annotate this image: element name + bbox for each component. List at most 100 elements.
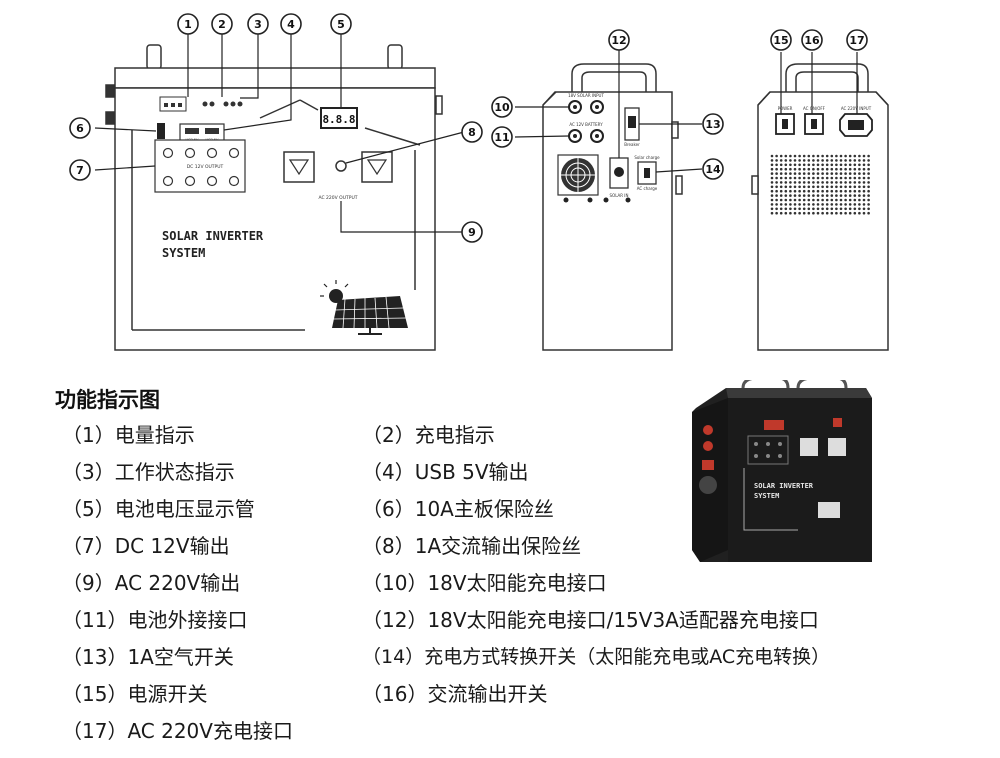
- legend-item-text: 充电方式转换开关（太阳能充电或AC充电转换）: [424, 646, 831, 668]
- front-handle-right: [387, 44, 403, 70]
- legend-item-number: （1）: [62, 423, 115, 447]
- callout-number: 17: [849, 34, 864, 47]
- ac-input-socket: AC 220V INPUT: [839, 106, 873, 137]
- legend-item: （2）充电指示: [362, 422, 495, 448]
- legend-item-text: 工作状态指示: [114, 460, 235, 484]
- legend-item: （8）1A交流输出保险丝: [362, 533, 581, 559]
- legend-item-number: （6）: [362, 497, 415, 521]
- usb-ports: USB 5V USB 5V: [179, 123, 225, 143]
- legend-item-number: （13）: [62, 645, 128, 669]
- callout-lines: [94, 32, 858, 233]
- ac-socket-left: [283, 151, 315, 183]
- cooling-fan: [557, 154, 599, 196]
- callout-1: 1: [177, 13, 199, 35]
- breaker-switch: Breaker: [624, 107, 640, 147]
- power-label: POWER: [778, 106, 793, 111]
- ac-onoff-switch: AC ON/OFF: [803, 106, 826, 135]
- callout-9: 9: [461, 221, 483, 243]
- legend-item: （16）交流输出开关: [362, 681, 547, 707]
- ac-onoff-label: AC ON/OFF: [803, 106, 826, 111]
- legend-item-number: （14）: [362, 646, 425, 668]
- legend-item-text: 交流输出开关: [427, 682, 548, 706]
- legend-item-text: 18V太阳能充电接口/15V3A适配器充电接口: [427, 608, 819, 632]
- legend-item-text: 1A空气开关: [127, 645, 234, 669]
- callout-number: 2: [218, 18, 226, 31]
- callout-number: 6: [76, 122, 84, 135]
- legend-item: （14）充电方式转换开关（太阳能充电或AC充电转换）: [362, 644, 830, 670]
- front-brand-line2: SYSTEM: [162, 246, 205, 260]
- callout-13: 13: [702, 113, 724, 135]
- callout-number: 5: [337, 18, 345, 31]
- dc-output-label: DC 12V OUTPUT: [187, 164, 224, 170]
- callout-7: 7: [69, 159, 91, 181]
- display-digits: 8.8.8: [322, 113, 355, 126]
- mode-label-2: AC charge: [637, 186, 658, 191]
- callout-number: 15: [773, 34, 788, 47]
- photo-brand-line2: SYSTEM: [754, 492, 779, 500]
- callout-number: 14: [705, 163, 721, 176]
- callout-14: 14: [702, 158, 724, 180]
- vent-grille: [770, 154, 870, 215]
- callout-15: 15: [770, 29, 792, 51]
- legend-item-text: DC 12V输出: [114, 534, 230, 558]
- legend-item: （17）AC 220V充电接口: [62, 718, 293, 744]
- legend-item-number: （3）: [62, 460, 115, 484]
- back-handle: [785, 63, 869, 92]
- legend-item-number: （17）: [62, 719, 128, 743]
- product-diagram: 8.8.8 USB 5V USB 5V DC 12V OUTPUT AC 220…: [69, 13, 889, 351]
- solar-panel-logo: [320, 280, 408, 335]
- callout-6: 6: [69, 117, 91, 139]
- legend-item-text: 1A交流输出保险丝: [414, 534, 582, 558]
- legend-item-text: 电量指示: [114, 423, 195, 447]
- legend-item-text: 18V太阳能充电接口: [427, 571, 607, 595]
- callout-8: 8: [461, 121, 483, 143]
- breaker-label: Breaker: [624, 142, 640, 147]
- legend-item: （7）DC 12V输出: [62, 533, 230, 559]
- mode-switch: Solar charge AC charge: [634, 155, 660, 191]
- legend-item: （1）电量指示: [62, 422, 195, 448]
- legend-item: （6）10A主板保险丝: [362, 496, 554, 522]
- callout-number: 11: [494, 131, 509, 144]
- legend-item-number: （10）: [362, 571, 428, 595]
- ac-socket-right: [361, 151, 393, 183]
- mode-label: Solar charge: [634, 155, 660, 160]
- side-body: [542, 91, 673, 351]
- photo-brand-line1: SOLAR INVERTER: [754, 482, 814, 490]
- legend-item-number: （8）: [362, 534, 415, 558]
- legend-item-text: 10A主板保险丝: [414, 497, 554, 521]
- callout-5: 5: [330, 13, 352, 35]
- callout-number: 3: [254, 18, 262, 31]
- legend-item: （3）工作状态指示: [62, 459, 235, 485]
- callout-number: 13: [705, 118, 720, 131]
- legend-item-number: （15）: [62, 682, 128, 706]
- legend-item: （10）18V太阳能充电接口: [362, 570, 607, 596]
- callout-number: 9: [468, 226, 476, 239]
- front-lid: [114, 67, 436, 89]
- front-handle-left: [146, 44, 162, 70]
- legend-item-text: AC 220V充电接口: [127, 719, 293, 743]
- callout-number: 8: [468, 126, 476, 139]
- side-handle: [571, 63, 657, 92]
- legend-item-number: （11）: [62, 608, 128, 632]
- legend-item-number: （2）: [362, 423, 415, 447]
- power-switch: POWER: [775, 106, 795, 135]
- legend-item-number: （4）: [362, 460, 415, 484]
- legend-item: （5）电池电压显示管: [62, 496, 255, 522]
- adapter-port: SOLAR IN: [609, 157, 629, 198]
- callout-number: 12: [611, 34, 626, 47]
- callout-17: 17: [846, 29, 868, 51]
- callout-number: 4: [287, 18, 295, 31]
- main-fuse: [157, 123, 165, 139]
- callout-number: 16: [804, 34, 820, 47]
- solar-input-label: 18V SOLAR INPUT: [568, 93, 604, 98]
- adapter-label: SOLAR IN: [610, 193, 629, 198]
- ac-fuse: [335, 160, 347, 172]
- legend-item-text: AC 220V输出: [114, 571, 241, 595]
- callout-4: 4: [280, 13, 302, 35]
- legend-item-text: USB 5V输出: [414, 460, 529, 484]
- legend-item: （4）USB 5V输出: [362, 459, 529, 485]
- legend-item-text: 电池外接接口: [127, 608, 248, 632]
- callout-number: 10: [494, 101, 510, 114]
- legend-item: （11）电池外接接口: [62, 607, 247, 633]
